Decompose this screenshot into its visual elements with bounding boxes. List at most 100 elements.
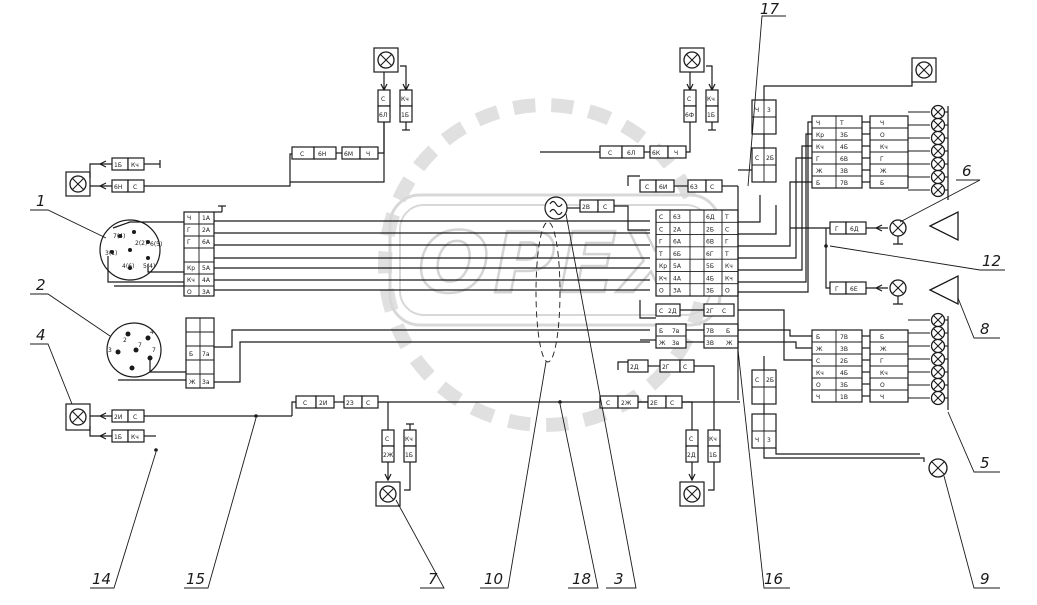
svg-text:2Д: 2Д	[630, 364, 639, 371]
center-left-5: Кч	[659, 275, 667, 282]
bottom_right_block-b-3: 4Б	[840, 370, 848, 377]
signal-lamp	[908, 104, 948, 120]
signal-lamp	[908, 312, 948, 328]
bottom_right_block-c-5: Ч	[880, 394, 884, 401]
svg-text:С: С	[603, 204, 607, 211]
lamp-9	[928, 458, 948, 478]
connector1-wire-6: О	[187, 289, 192, 296]
lamp-4	[65, 403, 91, 431]
callout-17: 17	[760, 0, 780, 18]
callout-18: 18	[572, 570, 591, 588]
svg-text:С: С	[755, 155, 759, 162]
left4-label-group: 1Б Кч 6Н С	[111, 153, 292, 193]
svg-text:3(1): 3(1)	[105, 250, 117, 257]
sensor-3: 2В С	[544, 196, 650, 231]
lamp-8-group: Г 6Е	[829, 274, 959, 306]
signal-lamp	[908, 143, 948, 159]
callout-7: 7	[428, 570, 438, 588]
signal-lamp	[908, 182, 948, 198]
top-mid-run: С 6Л 6К Ч	[290, 122, 691, 183]
center-left-3: Т	[658, 251, 663, 258]
vert-label-1: С 6Л Кч 1Б	[377, 89, 413, 131]
center-lpin-0: 6З	[673, 214, 681, 221]
svg-text:С: С	[303, 400, 307, 407]
center-lpin-3: 6Б	[673, 251, 681, 258]
connector1-wire-4: Кр	[187, 265, 195, 272]
svg-text:Кч: Кч	[131, 434, 139, 441]
bottom_right_block-c-0: Б	[880, 334, 884, 341]
bottom_right_block-a-0: Б	[816, 334, 820, 341]
svg-text:Кч: Кч	[709, 436, 717, 443]
svg-text:2Ж: 2Ж	[383, 452, 394, 459]
svg-text:4(6): 4(6)	[122, 263, 134, 270]
center-rpin-2: 6В	[706, 239, 714, 246]
signal-lamp	[908, 325, 948, 341]
bottom_right_block-b-2: 2Б	[840, 358, 848, 365]
svg-text:Кч: Кч	[405, 436, 413, 443]
svg-text:Г: Г	[835, 286, 839, 293]
connector2-wire-4: Ж	[189, 379, 196, 386]
callout-6: 6	[962, 162, 972, 180]
svg-text:Ж: Ж	[659, 340, 666, 347]
connector2-wire-2: Б	[189, 351, 193, 358]
callout-14: 14	[92, 570, 111, 588]
svg-text:С: С	[755, 377, 759, 384]
callouts: 1 2 4 6 12 8 5 9 17 16 14 15 7 10 18 3	[36, 0, 1001, 588]
svg-text:6Н: 6Н	[114, 184, 122, 191]
center-lpin-6: 3А	[673, 288, 682, 295]
svg-text:6Н: 6Н	[318, 151, 326, 158]
connector2-pin-2: 7а	[202, 351, 210, 358]
bottom-mid-run: С 2И 2З С	[291, 395, 740, 430]
svg-text:С: С	[645, 184, 649, 191]
harness-bundle-outline	[535, 221, 561, 363]
callout-9: 9	[980, 570, 990, 588]
connector-1: 7(4) 2(2) 6(5) 3(1) 4(6) 5(4)	[99, 219, 162, 281]
connector1-pin-6: 3А	[202, 289, 211, 296]
center-right-3: Т	[724, 251, 729, 258]
center-lower-block: С 2Д 2Г С Б 7в Ж 3в 7В Б 3В Ж	[655, 303, 739, 349]
svg-text:Ч: Ч	[755, 437, 759, 444]
bottom_right_block-a-5: Ч	[816, 394, 820, 401]
bottom_right_block-a-1: Ж	[816, 346, 823, 353]
svg-text:2Г: 2Г	[662, 364, 670, 371]
vert-label-3: С 2Ж Кч 1Б	[381, 423, 417, 491]
svg-text:1Б: 1Б	[114, 162, 122, 169]
top_right_block-a-4: Ж	[816, 168, 823, 175]
svg-text:6М: 6М	[344, 151, 353, 158]
svg-text:3В: 3В	[706, 340, 714, 347]
center-rpin-3: 6Г	[706, 251, 714, 258]
signal-lamp	[908, 130, 948, 146]
callout-16: 16	[764, 570, 783, 588]
top-mid2-run: С 6И 6З С	[627, 175, 738, 193]
svg-text:С: С	[381, 96, 385, 103]
svg-text:7В: 7В	[706, 328, 714, 335]
center-left-0: С	[659, 214, 663, 221]
lamp-bottom-mid	[679, 481, 705, 507]
svg-text:Кч: Кч	[131, 162, 139, 169]
top_right_block-c-2: Кч	[880, 144, 888, 151]
svg-text:2Д: 2Д	[687, 452, 696, 459]
svg-text:6Д: 6Д	[850, 226, 859, 233]
svg-text:С: С	[606, 400, 610, 407]
callout-12: 12	[982, 252, 1001, 270]
bottom_right_block-b-0: 7В	[840, 334, 848, 341]
svg-text:2Д: 2Д	[668, 308, 677, 315]
svg-text:3: 3	[108, 347, 112, 354]
svg-text:С: С	[670, 400, 674, 407]
callout-5: 5	[980, 454, 990, 472]
signal-lamp	[908, 156, 948, 172]
svg-text:4: 4	[150, 329, 154, 336]
svg-text:6Л: 6Л	[379, 112, 387, 119]
svg-text:Б: Б	[659, 328, 663, 335]
svg-text:Ч: Ч	[366, 151, 370, 158]
svg-text:7: 7	[138, 342, 142, 349]
svg-text:7в: 7в	[672, 328, 680, 335]
svg-text:С: С	[687, 96, 691, 103]
lamp-top-left	[373, 47, 399, 73]
svg-text:5(4): 5(4)	[143, 263, 155, 270]
center-right-4: Кч	[725, 263, 733, 270]
top_right_block-b-4: 3В	[840, 168, 848, 175]
